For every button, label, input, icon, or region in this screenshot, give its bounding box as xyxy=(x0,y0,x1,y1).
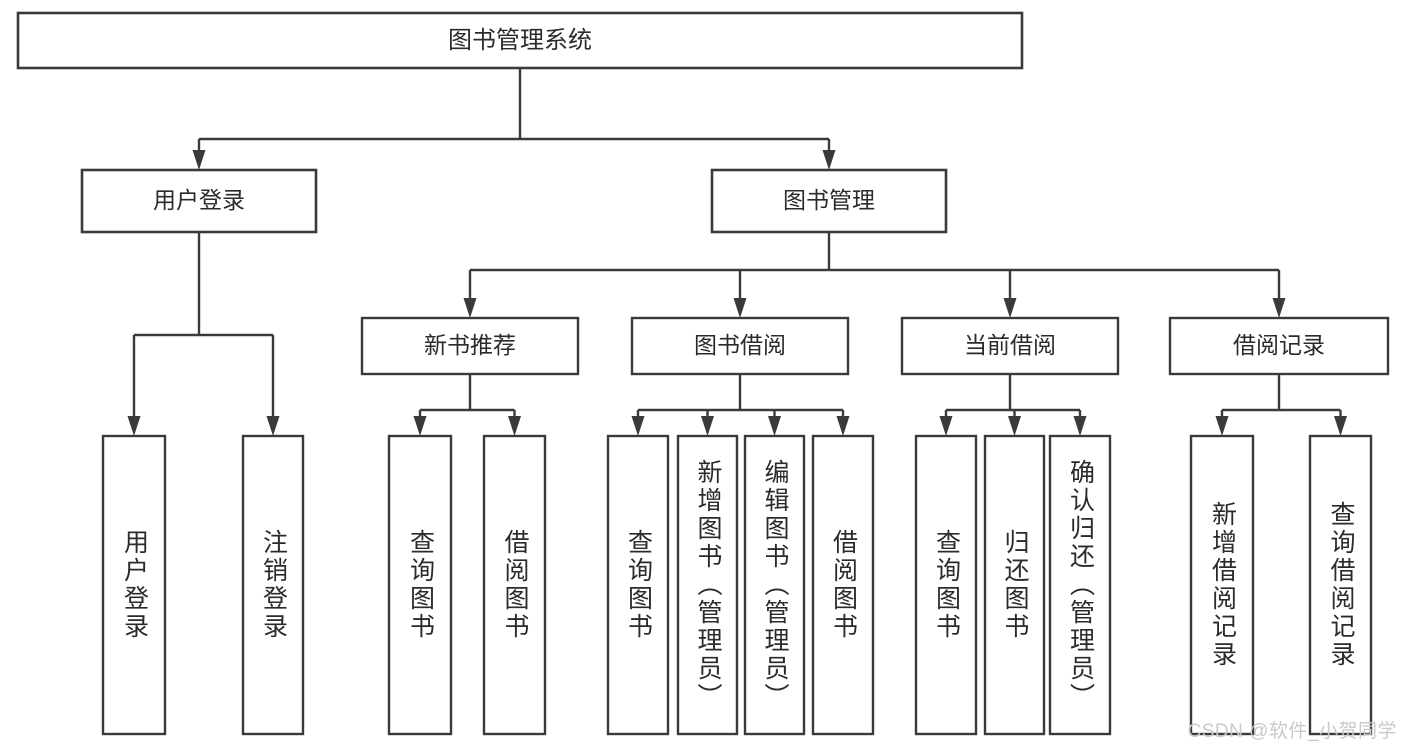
arrow-head-icon xyxy=(1272,298,1286,318)
node-box-leaf-user-logout[interactable] xyxy=(241,434,305,736)
arrow-head-icon xyxy=(1073,416,1087,436)
node-box-leaf-borrow-book[interactable] xyxy=(811,434,875,736)
node-label-current-borrow: 当前借阅 xyxy=(964,332,1056,358)
node-box-root[interactable] xyxy=(16,11,1024,70)
node-label-root: 图书管理系统 xyxy=(448,27,592,54)
node-box-leaf-edit-book-admin[interactable] xyxy=(743,434,806,736)
arrow-head-icon xyxy=(822,150,836,170)
node-box-leaf-confirm-return-admin[interactable] xyxy=(1048,434,1112,736)
arrow-head-icon xyxy=(631,416,645,436)
node-box-current-borrow[interactable] xyxy=(900,316,1120,376)
node-box-leaf-borrow-book-rec[interactable] xyxy=(482,434,547,736)
node-box-user-login[interactable] xyxy=(80,168,318,234)
node-box-leaf-add-borrow-record[interactable] xyxy=(1189,434,1255,736)
boxes-layer xyxy=(16,11,1390,736)
arrow-head-icon xyxy=(413,416,427,436)
arrow-head-icon xyxy=(1008,416,1021,436)
node-box-book-manage[interactable] xyxy=(710,168,948,234)
node-box-leaf-user-login[interactable] xyxy=(101,434,167,736)
connectors-layer xyxy=(127,68,1347,436)
node-box-book-borrow[interactable] xyxy=(630,316,850,376)
arrow-head-icon xyxy=(701,416,714,436)
node-label-borrow-record: 借阅记录 xyxy=(1233,332,1325,358)
arrow-head-icon xyxy=(939,416,953,436)
arrow-head-icon xyxy=(192,150,206,170)
node-box-leaf-query-book-rec[interactable] xyxy=(387,434,453,736)
node-box-leaf-return-book[interactable] xyxy=(983,434,1046,736)
arrow-head-icon xyxy=(127,416,141,436)
arrow-head-icon xyxy=(1334,416,1347,436)
node-label-book-manage: 图书管理 xyxy=(783,187,875,213)
node-label-user-login: 用户登录 xyxy=(153,187,245,213)
node-box-leaf-query-book-current[interactable] xyxy=(914,434,978,736)
arrow-head-icon xyxy=(1215,416,1229,436)
node-label-book-borrow: 图书借阅 xyxy=(694,332,786,358)
node-label-new-book-rec: 新书推荐 xyxy=(424,332,516,358)
arrow-head-icon xyxy=(463,298,477,318)
node-box-new-book-rec[interactable] xyxy=(360,316,580,376)
node-box-leaf-query-book-borrow[interactable] xyxy=(606,434,670,736)
arrow-head-icon xyxy=(508,416,521,436)
arrow-head-icon xyxy=(266,416,280,436)
node-box-borrow-record[interactable] xyxy=(1168,316,1390,376)
watermark-text: CSDN @软件_小贺同学 xyxy=(1187,721,1397,742)
node-box-leaf-query-borrow-record[interactable] xyxy=(1308,434,1373,736)
arrow-head-icon xyxy=(733,298,747,318)
arrow-head-icon xyxy=(1003,298,1017,318)
arrow-head-icon xyxy=(836,416,850,436)
node-box-leaf-add-book-admin[interactable] xyxy=(676,434,739,736)
arrow-head-icon xyxy=(768,416,781,436)
